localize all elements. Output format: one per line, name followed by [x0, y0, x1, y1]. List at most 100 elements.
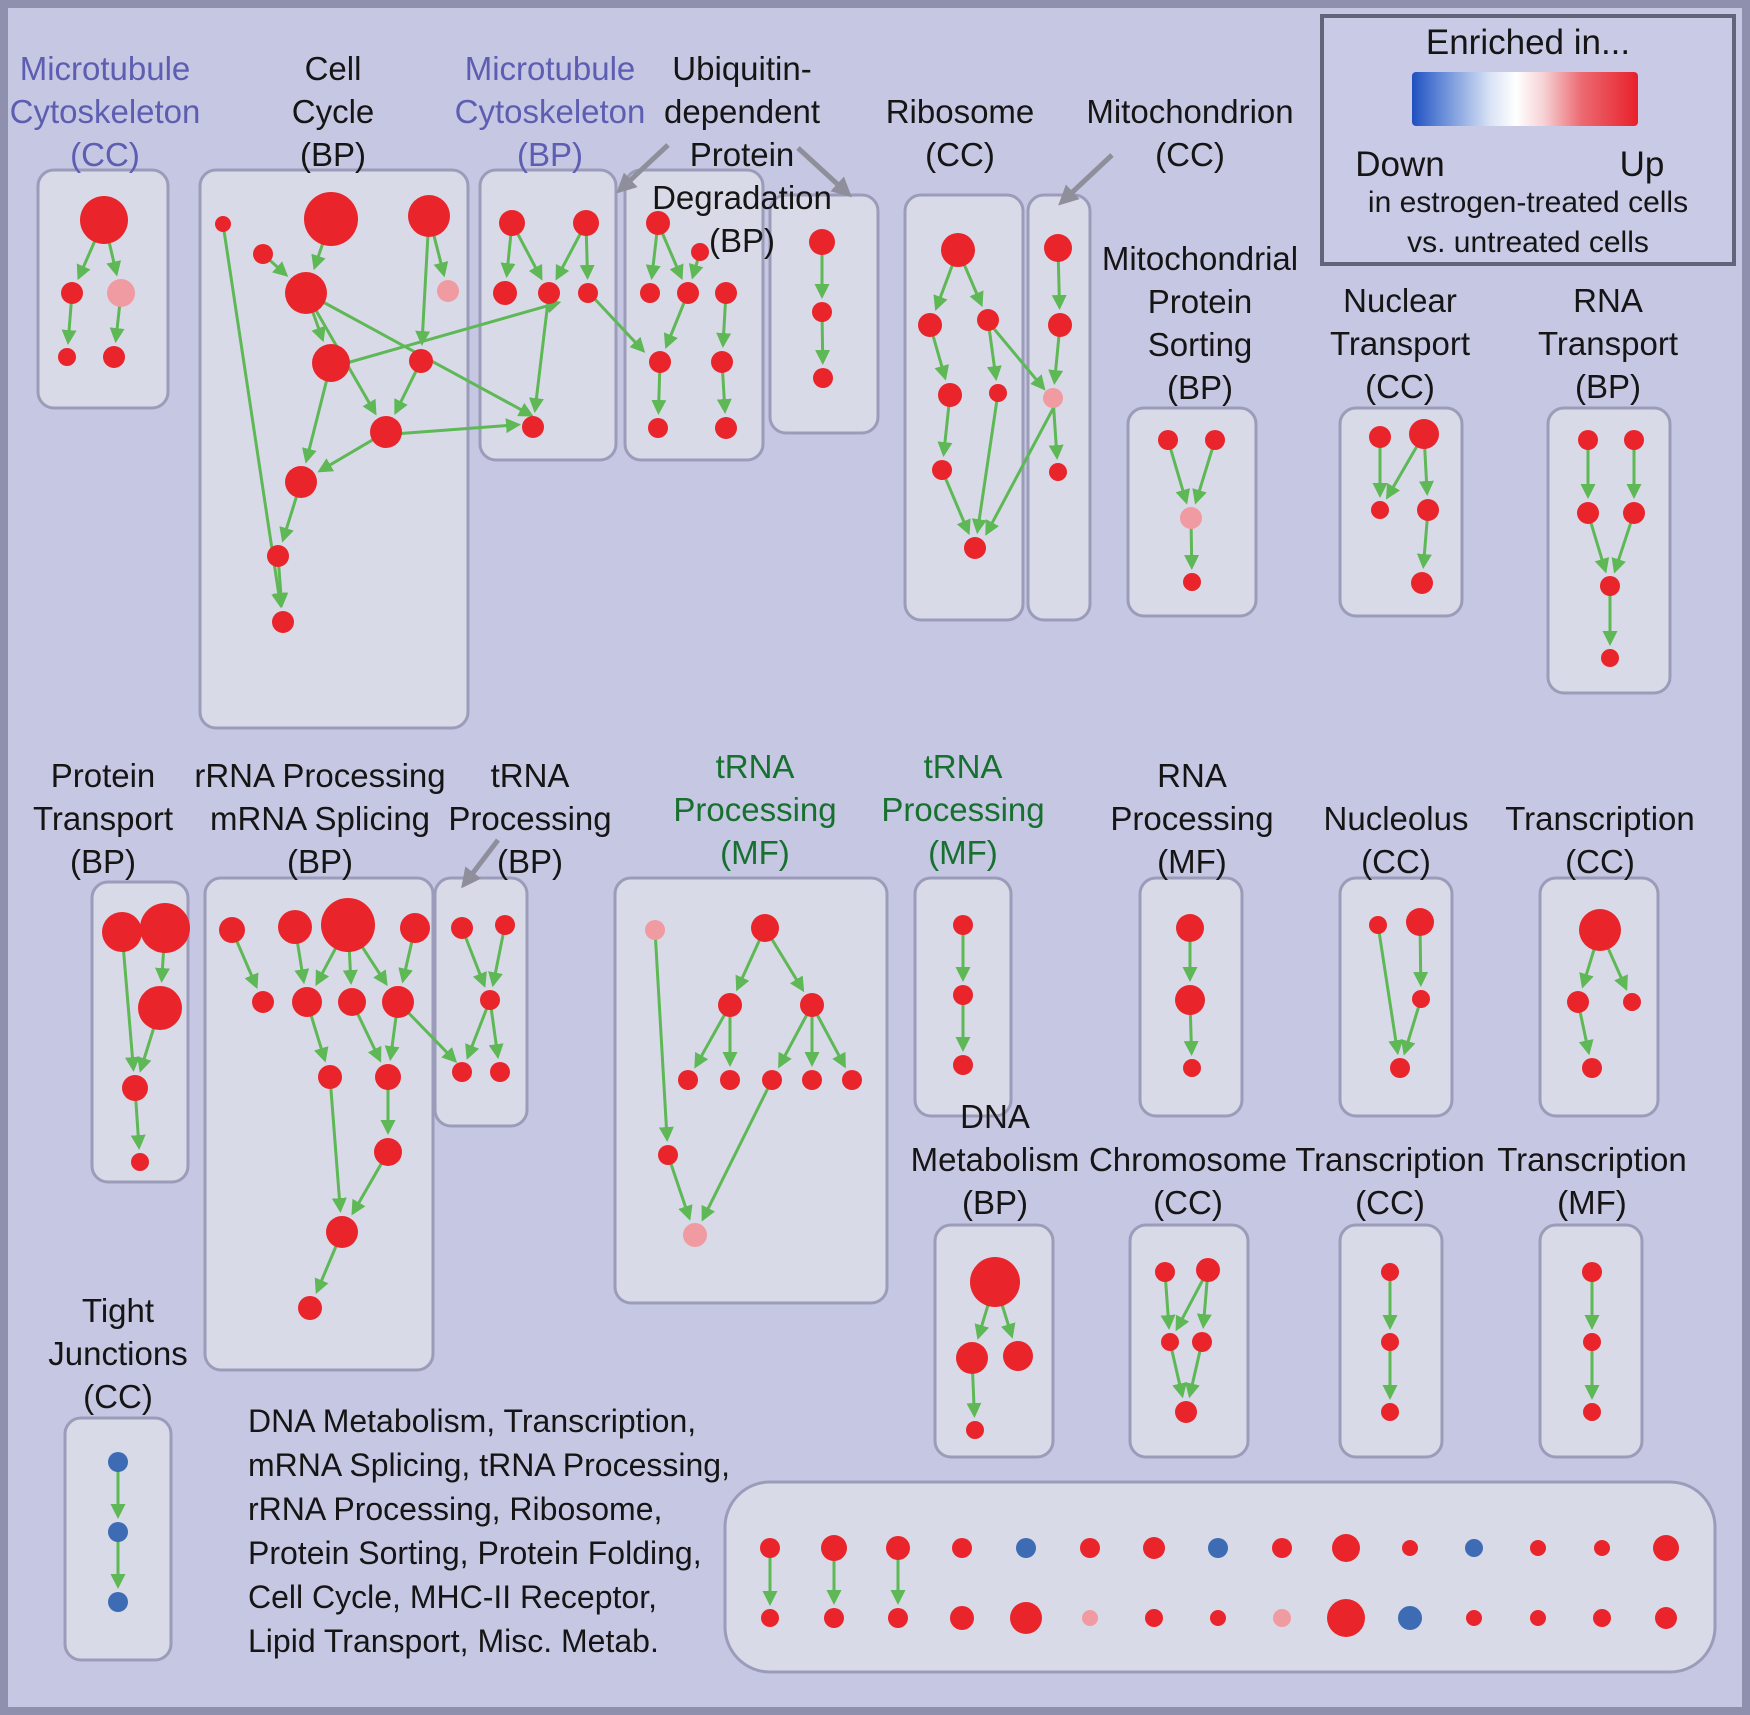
go-term-node	[1010, 1602, 1042, 1634]
go-term-node	[824, 1608, 844, 1628]
network-edge	[221, 223, 287, 609]
go-term-node	[970, 1257, 1020, 1307]
go-term-node	[649, 351, 671, 373]
go-term-node	[964, 537, 986, 559]
legend-title: Enriched in...	[1426, 23, 1630, 62]
go-term-node	[966, 1421, 984, 1439]
go-term-node	[648, 418, 668, 438]
go-term-node	[1582, 1262, 1602, 1282]
go-term-node	[285, 272, 327, 314]
cluster-box-misc-clusters	[723, 1480, 1717, 1674]
go-term-node	[58, 348, 76, 366]
go-term-node	[1210, 1610, 1226, 1626]
go-term-node	[1381, 1403, 1399, 1421]
cluster-box-microtubule-cytoskeleton-bp	[478, 168, 618, 462]
go-term-node	[272, 611, 294, 633]
network-edge	[653, 929, 674, 1143]
go-term-node	[138, 986, 182, 1030]
go-term-node	[292, 987, 322, 1017]
ubiquitin-right-pointer	[796, 146, 852, 198]
go-term-node	[646, 211, 670, 235]
go-term-node	[938, 383, 962, 407]
go-term-node	[1653, 1535, 1679, 1561]
go-term-node	[326, 1216, 358, 1248]
ubiquitin-left-pointer	[616, 143, 670, 194]
legend-gradient-bar	[1412, 72, 1638, 126]
go-term-node	[1180, 507, 1202, 529]
go-term-node	[718, 993, 742, 1017]
go-term-node	[1273, 1609, 1291, 1627]
go-term-node	[1044, 234, 1072, 262]
cluster-box-nucleolus-cc	[1338, 876, 1454, 1118]
go-term-node	[1183, 1059, 1201, 1077]
go-term-node	[522, 416, 544, 438]
cluster-label-transcription-cc-2: Transcription(CC)	[1295, 1141, 1485, 1221]
go-term-node	[1016, 1538, 1036, 1558]
go-term-node	[1175, 985, 1205, 1015]
go-term-node	[1158, 430, 1178, 450]
go-term-node	[102, 912, 142, 952]
go-term-node	[578, 283, 598, 303]
go-term-node	[802, 1070, 822, 1090]
go-term-node	[953, 1055, 973, 1075]
nodes-layer	[58, 192, 1679, 1637]
go-term-node	[720, 1070, 740, 1090]
cluster-box-dna-metabolism-bp	[933, 1223, 1055, 1459]
go-term-node	[1080, 1538, 1100, 1558]
go-term-node	[751, 914, 779, 942]
cluster-box-chromosome-cc	[1128, 1223, 1250, 1459]
go-term-node	[490, 1062, 510, 1082]
go-term-node	[932, 460, 952, 480]
legend-up-label: Up	[1620, 145, 1665, 184]
go-term-node	[1390, 1058, 1410, 1078]
go-term-node	[1623, 502, 1645, 524]
go-term-node	[1402, 1540, 1418, 1556]
cluster-label-ribosome-cc: Ribosome(CC)	[886, 93, 1035, 173]
go-term-node	[1175, 1401, 1197, 1423]
go-term-node	[451, 917, 473, 939]
go-term-node	[1594, 1540, 1610, 1556]
go-term-node	[952, 1538, 972, 1558]
go-term-node	[1196, 1258, 1220, 1282]
go-term-node	[760, 1538, 780, 1558]
go-term-node	[382, 986, 414, 1018]
go-term-node	[304, 192, 358, 246]
go-term-node	[1466, 1610, 1482, 1626]
network-edge	[393, 418, 522, 436]
network-edge	[940, 469, 971, 536]
go-term-node	[1192, 1332, 1212, 1352]
mitochondrion-pointer	[1058, 153, 1114, 206]
go-term-node	[1003, 1341, 1033, 1371]
go-term-node	[298, 1296, 322, 1320]
network-edge	[988, 323, 1046, 391]
go-term-node	[61, 282, 83, 304]
go-term-node	[956, 1342, 988, 1374]
go-term-node	[1183, 573, 1201, 591]
go-term-node	[253, 244, 273, 264]
go-term-node	[480, 990, 500, 1010]
go-term-node	[1327, 1599, 1365, 1637]
go-term-node	[374, 1138, 402, 1166]
go-term-node	[285, 466, 317, 498]
go-term-node	[1381, 1263, 1399, 1281]
go-term-node	[1048, 313, 1072, 337]
network-edge	[120, 931, 140, 1073]
cluster-label-mitochondrion-cc: Mitochondrion(CC)	[1086, 93, 1293, 173]
network-edge	[701, 1079, 774, 1222]
go-term-node	[122, 1075, 148, 1101]
go-term-node	[103, 346, 125, 368]
legend-down-label: Down	[1355, 145, 1444, 184]
go-term-node	[140, 903, 190, 953]
go-term-node	[1161, 1333, 1179, 1351]
